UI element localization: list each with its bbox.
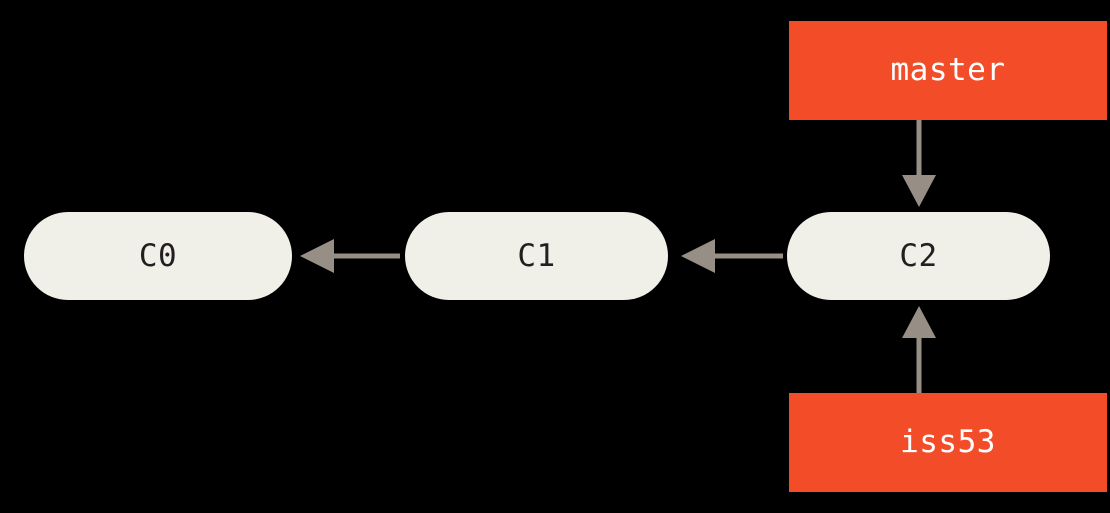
commit-node-c2[interactable]: C2 [787,212,1050,300]
commit-node-c1[interactable]: C1 [405,212,668,300]
edge-c2-to-c1 [681,239,783,273]
commit-label-c1: C1 [517,237,556,274]
branch-box-iss53[interactable]: iss53 [789,393,1107,492]
branch-box-master[interactable]: master [789,21,1107,120]
edge-iss53-to-c2 [902,306,936,393]
edge-c1-to-c0 [300,239,400,273]
branch-label-master: master [890,52,1006,88]
commit-node-c0[interactable]: C0 [24,212,292,300]
edge-master-to-c2 [902,120,936,207]
commit-label-c2: C2 [899,237,938,274]
commit-label-c0: C0 [138,237,178,274]
branch-label-iss53: iss53 [900,424,996,460]
